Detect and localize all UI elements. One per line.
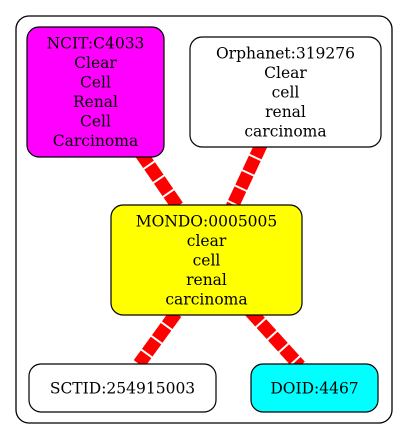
- node-label-line: cell: [193, 251, 221, 269]
- node-sctid[interactable]: SCTID:254915003: [28, 363, 217, 413]
- node-box-orphanet: [189, 36, 382, 148]
- node-label-line: Orphanet:319276: [216, 44, 355, 62]
- node-label-line: Clear: [264, 64, 307, 82]
- edge-mondo-sctid: [133, 309, 182, 368]
- edges: [133, 140, 305, 371]
- node-doid[interactable]: DOID:4467: [250, 363, 379, 413]
- edge-ncit-mondo: [134, 148, 184, 211]
- node-label-line: Carcinoma: [53, 132, 138, 150]
- node-label-line: Clear: [74, 54, 117, 72]
- edge-orphanet-mondo: [226, 140, 268, 210]
- node-label-line: NCIT:C4033: [47, 35, 145, 53]
- node-label-line: carcinoma: [244, 122, 326, 140]
- nodes: NCIT:C4033ClearCellRenalCellCarcinomaOrp…: [26, 26, 382, 413]
- node-box-sctid: [28, 363, 217, 413]
- node-label-line: Cell: [80, 113, 111, 131]
- edge-mondo-doid: [245, 306, 305, 371]
- node-label-line: DOID:4467: [270, 379, 358, 397]
- node-label-line: renal: [265, 103, 306, 121]
- node-label-line: cell: [272, 83, 300, 101]
- node-box-ncit: [26, 26, 165, 158]
- node-label-line: clear: [187, 232, 227, 250]
- node-label-line: carcinoma: [165, 290, 247, 308]
- node-box-doid: [250, 363, 379, 413]
- node-box-mondo: [110, 204, 303, 316]
- node-label-line: Renal: [73, 93, 118, 111]
- node-label-line: renal: [186, 271, 227, 289]
- node-label-line: SCTID:254915003: [50, 379, 195, 397]
- node-label-line: MONDO:0005005: [136, 212, 278, 230]
- node-label-line: Cell: [80, 74, 111, 92]
